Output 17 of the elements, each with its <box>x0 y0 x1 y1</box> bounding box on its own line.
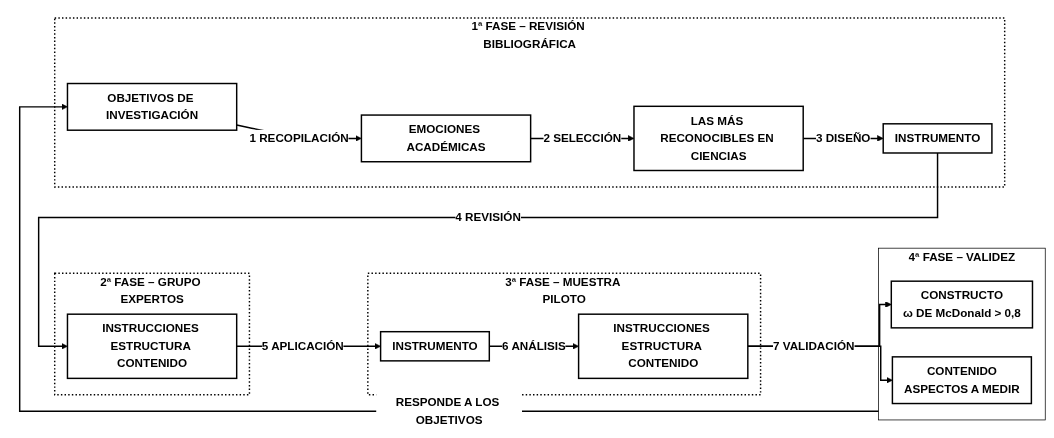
node-box: OBJETIVOS DE INVESTIGACIÓN <box>66 82 238 131</box>
edge-label: 5 APLICACIÓN <box>261 339 344 353</box>
node-box: INSTRUCCIONES ESTRUCTURA CONTENIDO <box>577 313 749 380</box>
edge-label: 1 RECOPILACIÓN <box>249 131 349 145</box>
node-box: INSTRUMENTO <box>882 123 993 154</box>
edge-label: 3 DISEÑO <box>815 131 871 145</box>
edge-label: 2 SELECCIÓN <box>543 131 622 145</box>
node-box: CONSTRUCTO ω DE McDonald > 0,8 <box>890 280 1034 329</box>
edge-label: 4 REVISIÓN <box>455 210 521 224</box>
node-box: INSTRUCCIONES ESTRUCTURA CONTENIDO <box>66 313 238 380</box>
node-box: CONTENIDO ASPECTOS A MEDIR <box>891 356 1033 405</box>
node-box: EMOCIONES ACADÉMICAS <box>360 114 532 163</box>
node-box: LAS MÁS RECONOCIBLES EN CIENCIAS <box>633 105 804 172</box>
node-box: INSTRUMENTO <box>379 330 491 362</box>
edge-label: 7 VALIDACIÓN <box>772 339 855 353</box>
edge-label: RESPONDE A LOS OBJETIVOS <box>395 395 500 426</box>
edge-label: 6 ANÁLISIS <box>502 339 566 353</box>
